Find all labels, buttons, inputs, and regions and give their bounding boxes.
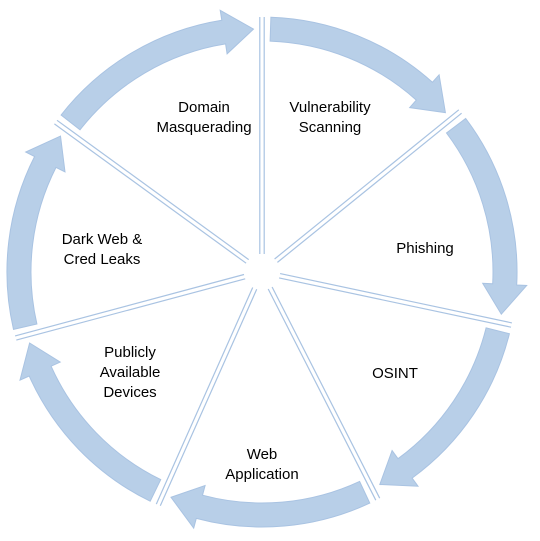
spoke-line-5 — [16, 278, 246, 341]
cycle-arrow-vulnerability-scanning — [269, 16, 447, 114]
cycle-arrow-dark-web-cred-leaks — [6, 135, 66, 330]
cycle-arrow-web-application — [170, 480, 371, 530]
label-phishing: Phishing — [396, 240, 454, 257]
cycle-arrow-domain-masquerading — [60, 9, 255, 131]
spoke-line-3 — [267, 288, 377, 501]
spoke-line-2 — [279, 273, 513, 324]
cycle-arrow-osint — [379, 327, 511, 487]
spoke-line-4 — [159, 289, 258, 507]
spoke-line-5 — [14, 273, 245, 337]
label-dark-web-cred-leaks: Dark Web &Cred Leaks — [61, 231, 143, 268]
label-osint: OSINT — [372, 365, 418, 382]
spoke-line-2 — [278, 277, 512, 328]
cycle-arrow-phishing — [445, 117, 528, 316]
spoke-line-4 — [155, 287, 254, 505]
cycle-arrow-publicly-available-devices — [19, 342, 162, 502]
spoke-line-1 — [274, 109, 460, 260]
spoke-line-6 — [54, 123, 247, 264]
spoke-line-6 — [56, 119, 250, 261]
spoke-line-3 — [271, 286, 381, 499]
spoke-line-1 — [277, 112, 462, 263]
